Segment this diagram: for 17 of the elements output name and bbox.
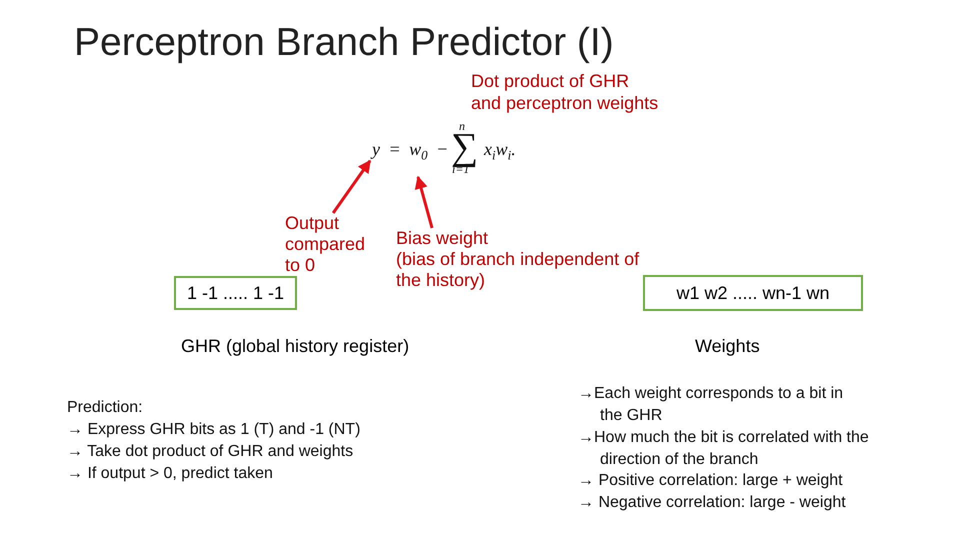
bullet-item: → Negative correlation: large - weight [578, 493, 847, 513]
value-box: 1 -1 ..... 1 -1 [174, 276, 297, 310]
bullet-item: →Each weight corresponds to a bit in the GHR [578, 384, 844, 426]
bullet-item: → Positive correlation: large + weight [578, 471, 844, 491]
value-box: w1 w2 ..... wn-1 wn [643, 275, 863, 311]
annotation-text: Output compared to 0 [285, 213, 371, 276]
node-label: Weights [695, 335, 760, 357]
bullet-item: →How much the bit is correlated with the direction of the branch [578, 428, 870, 470]
slide-title: Perceptron Branch Predictor (I) [74, 21, 614, 65]
arrow [414, 176, 434, 228]
annotation-text: Dot product of GHR and perceptron weights [471, 70, 660, 114]
bullet-item: → Express GHR bits as 1 (T) and -1 (NT) [67, 420, 362, 440]
bullet-item: → Take dot product of GHR and weights [67, 442, 354, 462]
arrow [332, 160, 372, 214]
list-heading: Prediction: [67, 398, 144, 418]
bullet-item: → If output > 0, predict taken [67, 464, 274, 484]
node-label: GHR (global history register) [181, 335, 410, 357]
